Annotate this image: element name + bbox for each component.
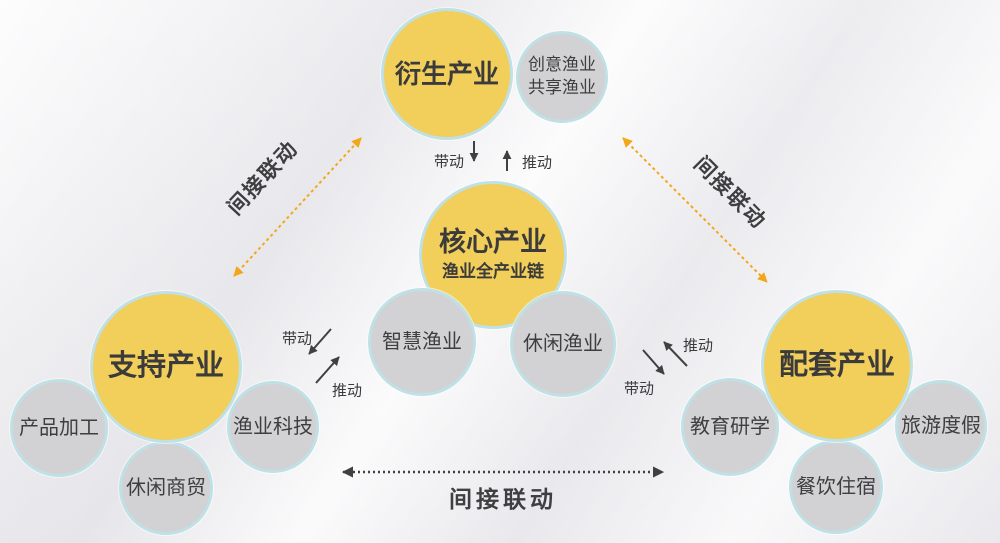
node-tourism-vacation: 旅游度假 bbox=[895, 380, 987, 472]
arrow-drive-left bbox=[308, 328, 332, 355]
label-drive-right: 带动 bbox=[623, 380, 655, 398]
node-label: 创意渔业 bbox=[528, 55, 596, 75]
node-label: 旅游度假 bbox=[901, 414, 981, 437]
node-auxiliary-industry: 配套产业 bbox=[761, 290, 913, 442]
node-sublabel: 渔业全产业链 bbox=[442, 262, 544, 281]
node-label: 产品加工 bbox=[19, 416, 99, 439]
node-label: 共享渔业 bbox=[528, 78, 596, 97]
label-push-top: 推动 bbox=[521, 154, 553, 172]
node-label: 休闲商贸 bbox=[126, 476, 206, 499]
node-catering-lodging: 餐饮住宿 bbox=[789, 440, 883, 534]
label-push-right: 推动 bbox=[682, 337, 714, 355]
node-label: 餐饮住宿 bbox=[796, 475, 876, 498]
node-support-industry: 支持产业 bbox=[90, 291, 242, 443]
node-leisure-fishery: 休闲渔业 bbox=[510, 291, 616, 397]
node-label: 休闲渔业 bbox=[523, 332, 603, 355]
arrow-drive-right bbox=[642, 349, 665, 375]
label-drive-left: 带动 bbox=[281, 330, 313, 348]
label-indirect-linkage-right: 间接联动 bbox=[689, 152, 771, 234]
node-leisure-commerce: 休闲商贸 bbox=[119, 441, 213, 535]
node-label: 支持产业 bbox=[107, 350, 224, 383]
node-label: 智慧渔业 bbox=[382, 330, 462, 353]
node-label: 教育研学 bbox=[690, 415, 770, 438]
node-label: 配套产业 bbox=[778, 349, 895, 382]
node-product-processing: 产品加工 bbox=[10, 379, 108, 477]
node-label: 核心产业 bbox=[439, 227, 547, 258]
node-education-study: 教育研学 bbox=[681, 378, 779, 476]
node-fishery-tech: 渔业科技 bbox=[227, 381, 319, 473]
node-label: 渔业科技 bbox=[233, 415, 313, 438]
node-creative-sharing-fishery: 创意渔业 共享渔业 bbox=[516, 31, 608, 123]
node-derived-industry: 衍生产业 bbox=[381, 8, 513, 140]
label-push-left: 推动 bbox=[331, 382, 363, 400]
node-label: 衍生产业 bbox=[394, 58, 499, 89]
label-indirect-linkage-bottom: 间接联动 bbox=[449, 486, 557, 512]
label-indirect-linkage-left: 间接联动 bbox=[223, 136, 303, 220]
node-smart-fishery: 智慧渔业 bbox=[368, 288, 476, 396]
label-drive-top: 带动 bbox=[433, 153, 465, 171]
